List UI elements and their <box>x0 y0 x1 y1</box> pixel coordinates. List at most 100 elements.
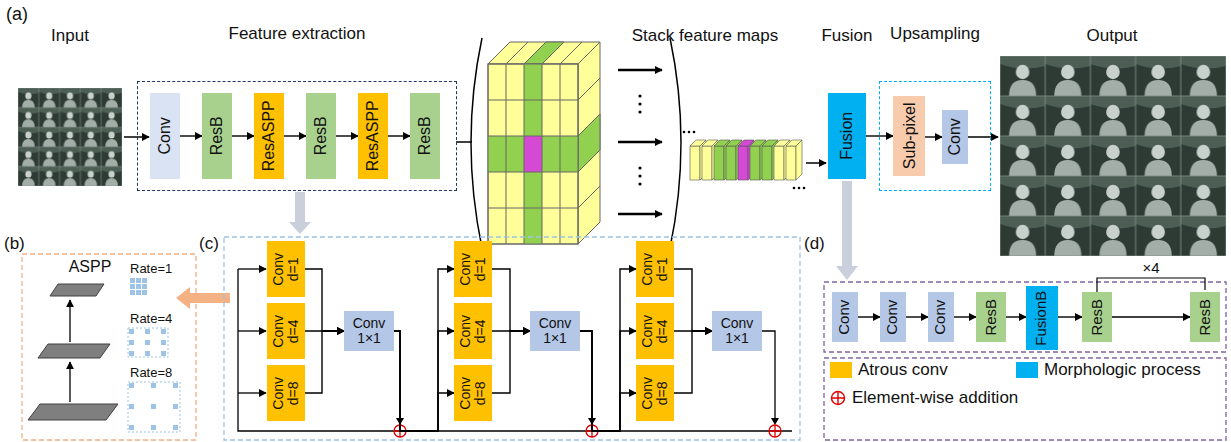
addition-symbol <box>832 392 845 405</box>
feature-cube <box>471 38 681 248</box>
aspp-sketch <box>50 284 104 296</box>
connector-arrow <box>394 331 454 431</box>
repeat-bracket <box>1097 278 1205 292</box>
repeat-bracket <box>1097 278 1205 292</box>
connector-arrow <box>858 316 880 317</box>
process-box: Conv <box>150 93 180 179</box>
stacked-maps <box>693 131 696 134</box>
figure-label: Input <box>51 26 89 46</box>
callout-arrow <box>836 181 858 280</box>
feature-cube <box>638 174 641 177</box>
feature-cube <box>488 64 578 244</box>
panel-frame <box>22 237 1226 440</box>
box-label: ResB <box>983 299 1000 336</box>
connector-arrow <box>336 135 358 136</box>
callout-arrow <box>176 287 230 309</box>
box-label: Conv <box>156 117 174 154</box>
figure-label: (d) <box>804 234 825 254</box>
box-label: Conv d=1 <box>271 249 302 289</box>
aspp-sketch <box>69 362 70 402</box>
box-label: ResB <box>416 116 434 155</box>
residual-wire <box>762 331 775 419</box>
process-box: Fusion <box>828 93 866 179</box>
process-box: ResB <box>976 292 1006 342</box>
callout-arrow <box>289 192 311 234</box>
figure-label: Rate=1 <box>130 262 172 277</box>
process-box: Sub-pixel <box>893 96 925 176</box>
process-box: Conv <box>832 292 858 342</box>
process-box: Conv d=4 <box>636 303 674 359</box>
feature-cube <box>578 78 600 208</box>
process-box: Conv <box>880 292 906 342</box>
figure-label: (c) <box>199 234 219 254</box>
connector-arrow <box>388 135 410 136</box>
panel-frame <box>224 237 800 440</box>
feature-cube <box>524 136 542 172</box>
group-heading: Upsampling <box>890 25 980 44</box>
feature-cube <box>638 102 641 105</box>
flow-arrow <box>456 141 472 143</box>
residual-wire <box>238 269 792 431</box>
process-box: Conv d=1 <box>636 241 674 297</box>
feature-cube <box>638 110 641 113</box>
feature-cube <box>638 182 641 185</box>
feature-cube <box>524 42 564 64</box>
connector-arrow <box>674 331 712 393</box>
stacked-maps <box>683 131 686 134</box>
flow-arrow <box>806 162 826 164</box>
connector-arrow <box>180 135 202 136</box>
box-label: Conv <box>933 299 950 334</box>
legend-entry: Atrous conv <box>830 361 948 380</box>
legend-entry: Morphologic process <box>1016 361 1201 380</box>
process-box: FusionB <box>1026 286 1058 350</box>
stacked-maps <box>688 131 691 134</box>
connector-arrow <box>1112 316 1190 317</box>
residual-wire <box>238 392 266 393</box>
process-box: ResB <box>1190 292 1220 342</box>
group-frame: Sub-pixelConvUpsampling <box>880 82 990 190</box>
stacked-maps <box>798 187 801 190</box>
process-box: Conv 1×1 <box>344 311 394 351</box>
process-box: ResB <box>1082 292 1112 342</box>
box-label: ResB <box>1089 299 1106 336</box>
process-box: Conv d=4 <box>267 303 305 359</box>
feature-cube <box>578 42 600 244</box>
aspp-sketch <box>28 278 180 432</box>
box-label: FusionB <box>1034 290 1051 345</box>
input-image <box>18 88 122 186</box>
figure-label: Output <box>1086 26 1137 46</box>
feature-cube <box>488 64 578 244</box>
process-box: ResB <box>202 93 232 179</box>
figure-label: (b) <box>4 234 25 254</box>
feature-cube <box>488 136 578 172</box>
process-box: Conv <box>928 292 954 342</box>
process-box: Conv d=8 <box>454 365 492 421</box>
stacked-maps <box>803 187 806 190</box>
feature-cube <box>670 38 681 248</box>
connector-arrow <box>954 316 976 317</box>
feature-cube <box>506 42 582 64</box>
connector-arrow <box>492 331 530 393</box>
feature-cube <box>488 64 578 244</box>
box-label: Conv d=4 <box>271 311 302 351</box>
stacked-maps <box>683 131 806 190</box>
residual-wire <box>238 269 792 431</box>
process-box: ResB <box>306 93 336 179</box>
legend-label: Morphologic process <box>1044 361 1201 380</box>
process-box: Conv 1×1 <box>712 311 762 351</box>
feature-cube <box>471 38 482 248</box>
figure-label: Rate=4 <box>130 312 172 327</box>
process-box: Conv d=4 <box>454 303 492 359</box>
connector-arrow <box>305 331 344 393</box>
feature-cube <box>638 166 641 169</box>
feature-cube <box>578 114 600 172</box>
process-box: Conv d=1 <box>454 241 492 297</box>
connector-arrow <box>580 269 636 431</box>
feature-cube <box>638 94 641 97</box>
connector-arrow <box>492 269 530 331</box>
process-box: Conv 1×1 <box>530 311 580 351</box>
output-image <box>1000 56 1226 256</box>
addition-symbol <box>771 418 779 425</box>
legend-entry: Element-wise addition <box>830 389 1018 408</box>
